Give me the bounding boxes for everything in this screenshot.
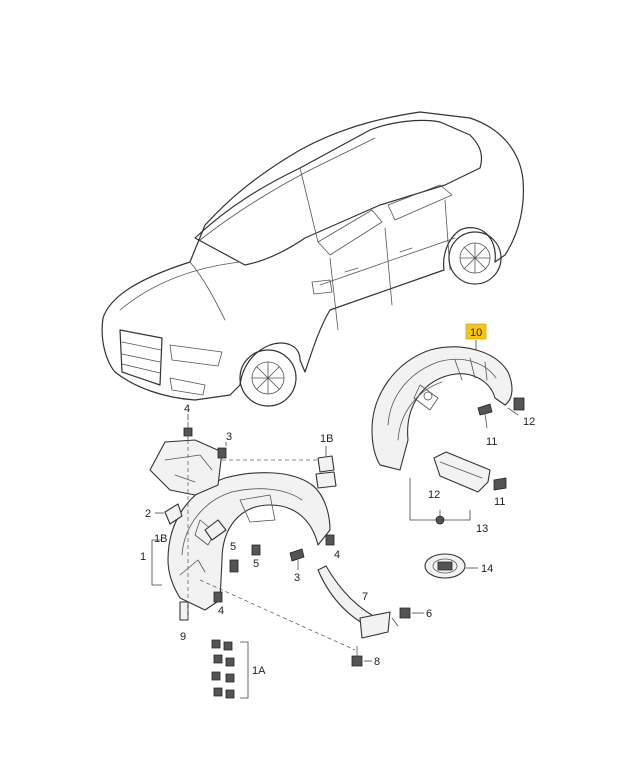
callout-8: 8: [374, 656, 380, 668]
callout-3-top: 3: [226, 431, 232, 443]
callout-3b: 3: [294, 572, 300, 584]
screw-part-6: [391, 607, 411, 627]
shield-part-7: [317, 565, 391, 639]
clip-part-9: [179, 601, 189, 621]
callout-2: 2: [145, 508, 151, 520]
callout-1b-bracket: 1B: [154, 533, 167, 545]
callout-9: 9: [180, 631, 186, 643]
screw-3-top: [217, 447, 227, 459]
mounting-bracket: [149, 439, 223, 496]
nut-part-8: [351, 645, 363, 667]
fastener-set-1a: [211, 639, 235, 699]
screw-4c: [213, 591, 223, 603]
screw-4b: [325, 534, 335, 546]
callout-14: 14: [481, 563, 493, 575]
screw-5a: [229, 559, 239, 573]
screw-11-lower: [493, 477, 507, 491]
callout-11-lower: 11: [494, 496, 505, 508]
callout-12-upper: 12: [523, 416, 535, 428]
callout-12-lower: 12: [428, 489, 440, 501]
callout-1b-top: 1B: [320, 433, 333, 445]
screw-3b: [289, 548, 305, 571]
screw-4-top: [183, 421, 193, 441]
callout-10-highlight: [465, 323, 487, 340]
screw-5b: [251, 544, 261, 556]
screw-11-upper: [477, 403, 493, 429]
callout-1: 1: [140, 551, 146, 563]
clip-1b-upper: [315, 455, 337, 489]
callout-4c: 4: [218, 605, 224, 617]
callout-4-top: 4: [184, 403, 190, 415]
wheel-liner-rear-part-10: [371, 346, 513, 471]
cap-part-14: [424, 553, 466, 579]
callout-11-upper: 11: [486, 436, 497, 448]
callout-5a: 5: [230, 541, 236, 553]
callout-1a: 1A: [252, 665, 266, 677]
callout-5b: 5: [253, 558, 259, 570]
callout-4b: 4: [334, 549, 340, 561]
callout-10: 10: [470, 327, 482, 339]
callout-13: 13: [476, 523, 488, 535]
bracket-part-13: [433, 451, 491, 525]
clip-12-upper: [507, 397, 525, 416]
car-illustration: [101, 111, 525, 407]
cover-part-2: [164, 503, 183, 525]
callout-6: 6: [426, 608, 432, 620]
callout-7: 7: [362, 591, 368, 603]
